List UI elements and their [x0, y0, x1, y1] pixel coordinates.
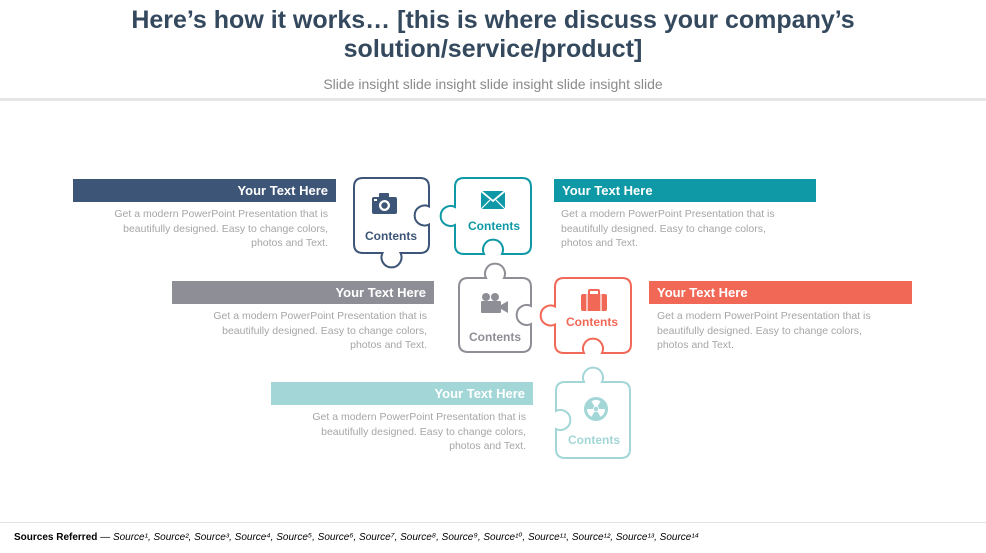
- item-5-heading: Your Text Here: [271, 382, 533, 405]
- footer-divider: [0, 522, 986, 523]
- piece-label-5: Contents: [568, 433, 620, 447]
- sources-separator: —: [97, 532, 113, 543]
- piece-label-2: Contents: [468, 219, 520, 233]
- title-divider: [0, 98, 986, 101]
- video-camera-icon: [481, 293, 508, 313]
- item-1-heading: Your Text Here: [73, 179, 336, 202]
- item-5-description: Get a modern PowerPoint Presentation tha…: [312, 411, 526, 452]
- sources-footer: Sources Referred — Source¹, Source², Sou…: [14, 532, 699, 543]
- puzzle-piece-4: [539, 277, 632, 354]
- item-4-heading: Your Text Here: [649, 281, 912, 304]
- puzzle-piece-2: [439, 177, 532, 255]
- slide-title-line-1: Here’s how it works… [this is where disc…: [131, 6, 855, 34]
- envelope-icon: [480, 190, 506, 210]
- piece-label-4: Contents: [566, 315, 618, 329]
- sources-label: Sources Referred: [14, 532, 98, 543]
- item-2-heading: Your Text Here: [554, 179, 816, 202]
- item-2-description: Get a modern PowerPoint Presentation tha…: [561, 208, 775, 249]
- camera-icon: [372, 193, 397, 214]
- item-1-description: Get a modern PowerPoint Presentation tha…: [114, 208, 328, 249]
- slide-title-line-2: solution/service/product]: [343, 35, 643, 63]
- radiation-icon: [584, 397, 608, 421]
- puzzle-piece-1: [353, 177, 430, 269]
- slide-title: Here’s how it works… [this is where disc…: [0, 6, 986, 64]
- sources-list: Source¹, Source², Source³, Source⁴, Sour…: [112, 532, 700, 543]
- slide-subtitle: Slide insight slide insight slide insigh…: [323, 76, 663, 92]
- piece-label-3: Contents: [469, 330, 521, 344]
- piece-label-1: Contents: [365, 229, 417, 243]
- briefcase-icon: [581, 289, 607, 311]
- item-3-description: Get a modern PowerPoint Presentation tha…: [213, 310, 427, 351]
- item-3-heading: Your Text Here: [172, 281, 434, 304]
- item-4-description: Get a modern PowerPoint Presentation tha…: [657, 310, 871, 351]
